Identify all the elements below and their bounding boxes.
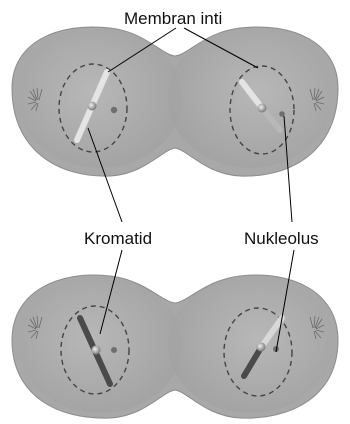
bottom-cell	[12, 275, 338, 418]
top-right-nucleolus	[279, 111, 285, 117]
top-left-centromere	[88, 102, 97, 111]
bottom-left-centromere	[92, 346, 101, 355]
top-left-nucleolus	[111, 107, 117, 113]
bottom-left-nucleolus	[111, 347, 117, 353]
top-right-centromere	[258, 104, 267, 113]
top-cell-right-lobe-shade	[168, 28, 332, 168]
bottom-cell-left-lobe-shade	[18, 277, 182, 413]
top-cell	[12, 27, 338, 176]
chromatid-label: Kromatid	[84, 229, 152, 248]
nucleolus-label: Nukleolus	[244, 229, 319, 248]
bottom-cell-right-lobe-shade	[168, 277, 332, 413]
bottom-right-centromere	[257, 343, 266, 352]
top-cell-left-lobe-shade	[18, 28, 182, 168]
membrane-label: Membran inti	[124, 9, 222, 28]
